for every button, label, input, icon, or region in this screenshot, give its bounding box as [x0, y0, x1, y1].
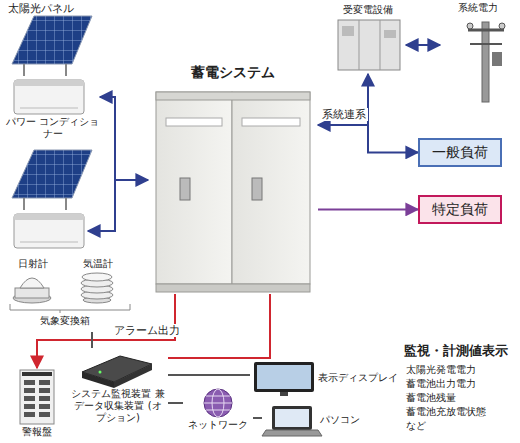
connector — [168, 374, 250, 376]
list-item: など — [404, 420, 428, 432]
load-box: 特定負荷 — [418, 195, 502, 224]
weather-sensors: 日射計気温計気象変換箱 — [5, 258, 135, 332]
node-label: 系統電力 — [440, 2, 516, 14]
node-label: パワー コンディショナー — [5, 116, 100, 140]
list-item: 蓄電池充放電状態 — [404, 406, 488, 418]
node-label: 日射計 — [5, 258, 60, 270]
load-box-frame: 一般負荷 — [418, 138, 502, 167]
solar-unit: 太陽光パネルパワー コンディショナー — [5, 2, 100, 142]
connector-label: 系統連系 — [320, 108, 368, 121]
laptop — [262, 406, 322, 436]
connector — [406, 44, 440, 46]
load-box: 一般負荷 — [418, 138, 502, 167]
node-label: 特定負荷 — [432, 201, 488, 218]
list-heading: 監視・計測値表示 — [402, 343, 510, 359]
connector — [318, 74, 368, 125]
node-label: ネットワーク — [183, 419, 253, 431]
pc: パソコン — [262, 402, 372, 440]
connector — [91, 332, 93, 348]
node-label: 警報盤 — [8, 426, 66, 438]
storage-system: 蓄電システム — [148, 64, 318, 294]
node-label: 表示ディスプレイ — [318, 372, 400, 384]
node-label: 蓄電システム — [148, 64, 318, 81]
monitor-device — [82, 356, 152, 388]
node-label: システム監視装置 兼データ収集装置 (オプション) — [71, 388, 165, 424]
solar-panel — [12, 150, 92, 248]
node-label: パソコン — [320, 414, 372, 426]
connector — [100, 97, 148, 180]
network: ネットワーク — [183, 386, 253, 438]
network-globe — [204, 389, 232, 417]
node-label: 太陽光パネル — [8, 2, 93, 15]
display-monitor — [254, 362, 314, 396]
storage-cabinet — [156, 92, 310, 292]
sensors — [10, 273, 130, 313]
node-label: 受変電設備 — [330, 4, 406, 16]
connector-label: アラーム出力 — [112, 324, 182, 337]
node-label: 気象変換箱 — [25, 315, 105, 327]
transformer — [338, 20, 400, 70]
connector — [253, 417, 262, 419]
connector — [368, 74, 418, 152]
connector — [168, 402, 183, 404]
list-item: 太陽光発電電力 — [404, 364, 478, 376]
load-box-frame: 特定負荷 — [418, 195, 502, 224]
monitor-device: システム監視装置 兼データ収集装置 (オプション) — [68, 348, 168, 442]
utility-pole — [467, 22, 505, 102]
connector — [318, 208, 418, 210]
list-item: 蓄電池残量 — [404, 392, 458, 404]
node-label: 一般負荷 — [432, 144, 488, 161]
solar-panel — [12, 16, 92, 114]
grid-power: 系統電力 — [440, 2, 516, 104]
list-item: 蓄電池出力電力 — [404, 378, 478, 390]
substation: 受変電設備 — [330, 4, 406, 74]
display: 表示ディスプレイ — [250, 360, 400, 398]
connector — [168, 294, 270, 358]
alarm-panel — [20, 370, 54, 424]
node-label: 気温計 — [70, 258, 125, 270]
alarm-panel: 警報盤 — [8, 368, 66, 440]
power-line — [88, 180, 115, 231]
